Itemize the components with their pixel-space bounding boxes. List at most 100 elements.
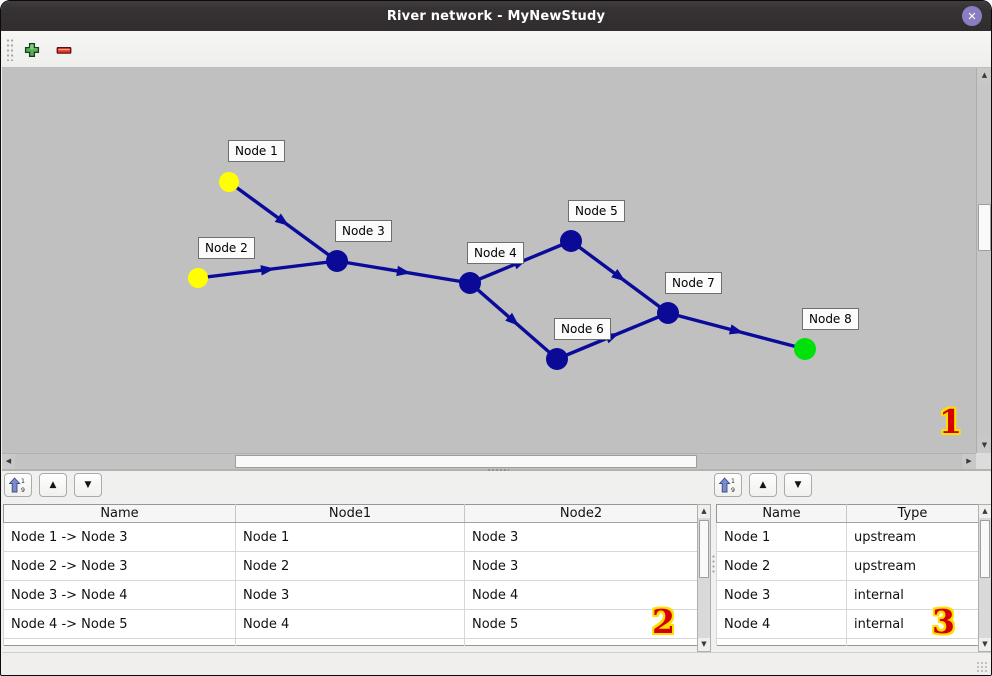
table-cell[interactable]: Node 5 bbox=[464, 609, 698, 639]
network-canvas[interactable]: Node 1 Node 2 Node 3 Node 4 Node 5 Node 6 Node… bbox=[2, 68, 976, 453]
title-bar[interactable]: River network - MyNewStudy ✕ bbox=[1, 1, 991, 31]
column-header[interactable]: Node1 bbox=[235, 504, 465, 523]
move-down-button[interactable]: ▼ bbox=[784, 473, 812, 497]
scrollbar-corner bbox=[976, 453, 991, 469]
horizontal-scroll-thumb[interactable] bbox=[235, 455, 697, 468]
table-cell[interactable]: Node 1 -> Node 3 bbox=[3, 522, 236, 552]
node-circle[interactable] bbox=[794, 338, 816, 360]
node-label[interactable]: Node 6 bbox=[554, 318, 611, 340]
node-label[interactable]: Node 1 bbox=[228, 140, 285, 162]
down-triangle-icon: ▼ bbox=[84, 479, 92, 490]
canvas-horizontal-scrollbar[interactable]: ◀ ▶ bbox=[2, 453, 976, 469]
node-circle[interactable] bbox=[188, 268, 208, 288]
node-label[interactable]: Node 7 bbox=[665, 272, 722, 294]
svg-text:9: 9 bbox=[731, 487, 735, 493]
table-cell[interactable]: upstream bbox=[846, 522, 979, 552]
close-icon: ✕ bbox=[967, 9, 977, 23]
move-down-button[interactable]: ▼ bbox=[74, 473, 102, 497]
scroll-left-button[interactable]: ◀ bbox=[2, 454, 15, 469]
node-circle[interactable] bbox=[219, 172, 239, 192]
table-cell[interactable]: Node 3 bbox=[464, 551, 698, 581]
scroll-thumb[interactable] bbox=[699, 520, 709, 578]
down-arrow-icon: ▼ bbox=[981, 440, 988, 449]
nodes-table-scrollbar[interactable]: ▲ ▼ bbox=[978, 504, 991, 652]
scroll-right-button[interactable]: ▶ bbox=[962, 454, 976, 469]
table-cell[interactable]: Node 1 bbox=[235, 522, 465, 552]
node-label[interactable]: Node 4 bbox=[467, 242, 524, 264]
scroll-down-button[interactable]: ▼ bbox=[979, 638, 991, 651]
column-header[interactable]: Name bbox=[3, 504, 236, 523]
links-table-scrollbar[interactable]: ▲ ▼ bbox=[697, 504, 711, 652]
down-arrow-icon: ▼ bbox=[982, 640, 988, 648]
node-label[interactable]: Node 5 bbox=[568, 200, 625, 222]
resize-grip-icon[interactable] bbox=[976, 661, 988, 673]
table-cell[interactable]: Node 4 bbox=[716, 609, 847, 639]
nodes-table-toolbar: 1 9 ▲ ▼ bbox=[714, 473, 812, 497]
move-up-button[interactable]: ▲ bbox=[749, 473, 777, 497]
sort-button[interactable]: 1 9 bbox=[714, 473, 742, 497]
node-circle[interactable] bbox=[326, 250, 348, 272]
table-cell[interactable]: Node 4 -> Node 5 bbox=[3, 609, 236, 639]
splitter-handle-icon[interactable] bbox=[487, 468, 509, 472]
node-circle[interactable] bbox=[459, 272, 481, 294]
toolbar-drag-handle-icon[interactable] bbox=[6, 38, 14, 61]
table-cell[interactable]: Node 2 bbox=[235, 551, 465, 581]
table-cell[interactable]: Node 4 bbox=[235, 609, 465, 639]
sort-button[interactable]: 1 9 bbox=[4, 473, 32, 497]
scroll-down-button[interactable]: ▼ bbox=[698, 638, 710, 651]
table-cell[interactable]: Node 1 bbox=[716, 522, 847, 552]
node-circle[interactable] bbox=[546, 348, 568, 370]
table-cell[interactable]: Node 3 bbox=[464, 522, 698, 552]
svg-text:1: 1 bbox=[21, 478, 25, 485]
table-cell[interactable]: internal bbox=[846, 609, 979, 639]
up-triangle-icon: ▲ bbox=[49, 479, 57, 490]
scroll-down-button[interactable]: ▼ bbox=[977, 437, 991, 453]
column-header[interactable]: Name bbox=[716, 504, 847, 523]
table-splitter-handle-icon[interactable] bbox=[711, 554, 716, 574]
node-circle[interactable] bbox=[657, 302, 679, 324]
scroll-thumb[interactable] bbox=[980, 520, 990, 578]
table-cell[interactable]: Node 2 bbox=[716, 551, 847, 581]
column-header[interactable]: Node2 bbox=[464, 504, 698, 523]
svg-text:9: 9 bbox=[21, 487, 25, 493]
annotation-1: 1 bbox=[939, 402, 962, 441]
node-label[interactable]: Node 2 bbox=[198, 237, 255, 259]
canvas-vertical-scrollbar[interactable]: ▲ ▼ bbox=[976, 68, 991, 453]
table-cell[interactable]: Node 2 -> Node 3 bbox=[3, 551, 236, 581]
scroll-up-button[interactable]: ▲ bbox=[977, 68, 991, 83]
up-arrow-icon: ▲ bbox=[701, 507, 707, 515]
edge-arrow-icon bbox=[396, 265, 411, 277]
node-circle[interactable] bbox=[560, 230, 582, 252]
table-cell[interactable]: Node 3 bbox=[716, 580, 847, 610]
close-button[interactable]: ✕ bbox=[962, 6, 982, 26]
node-label[interactable]: Node 3 bbox=[335, 220, 392, 242]
window-title: River network - MyNewStudy bbox=[386, 8, 606, 24]
node-label[interactable]: Node 8 bbox=[802, 308, 859, 330]
scroll-up-button[interactable]: ▲ bbox=[979, 505, 991, 518]
table-cell[interactable]: upstream bbox=[846, 551, 979, 581]
edge-arrow-icon bbox=[505, 312, 520, 326]
table-cell[interactable]: Node 3 bbox=[235, 580, 465, 610]
remove-button[interactable] bbox=[52, 38, 76, 62]
add-button[interactable] bbox=[20, 38, 44, 62]
column-header[interactable]: Type bbox=[846, 504, 979, 523]
table-cell[interactable]: internal bbox=[846, 580, 979, 610]
table-cell[interactable]: Node 3 -> Node 4 bbox=[3, 580, 236, 610]
scroll-up-button[interactable]: ▲ bbox=[698, 505, 710, 518]
move-up-button[interactable]: ▲ bbox=[39, 473, 67, 497]
annotation-3: 3 bbox=[932, 602, 955, 641]
table-cell[interactable]: Node 4 bbox=[464, 580, 698, 610]
vertical-scroll-thumb[interactable] bbox=[978, 204, 991, 251]
